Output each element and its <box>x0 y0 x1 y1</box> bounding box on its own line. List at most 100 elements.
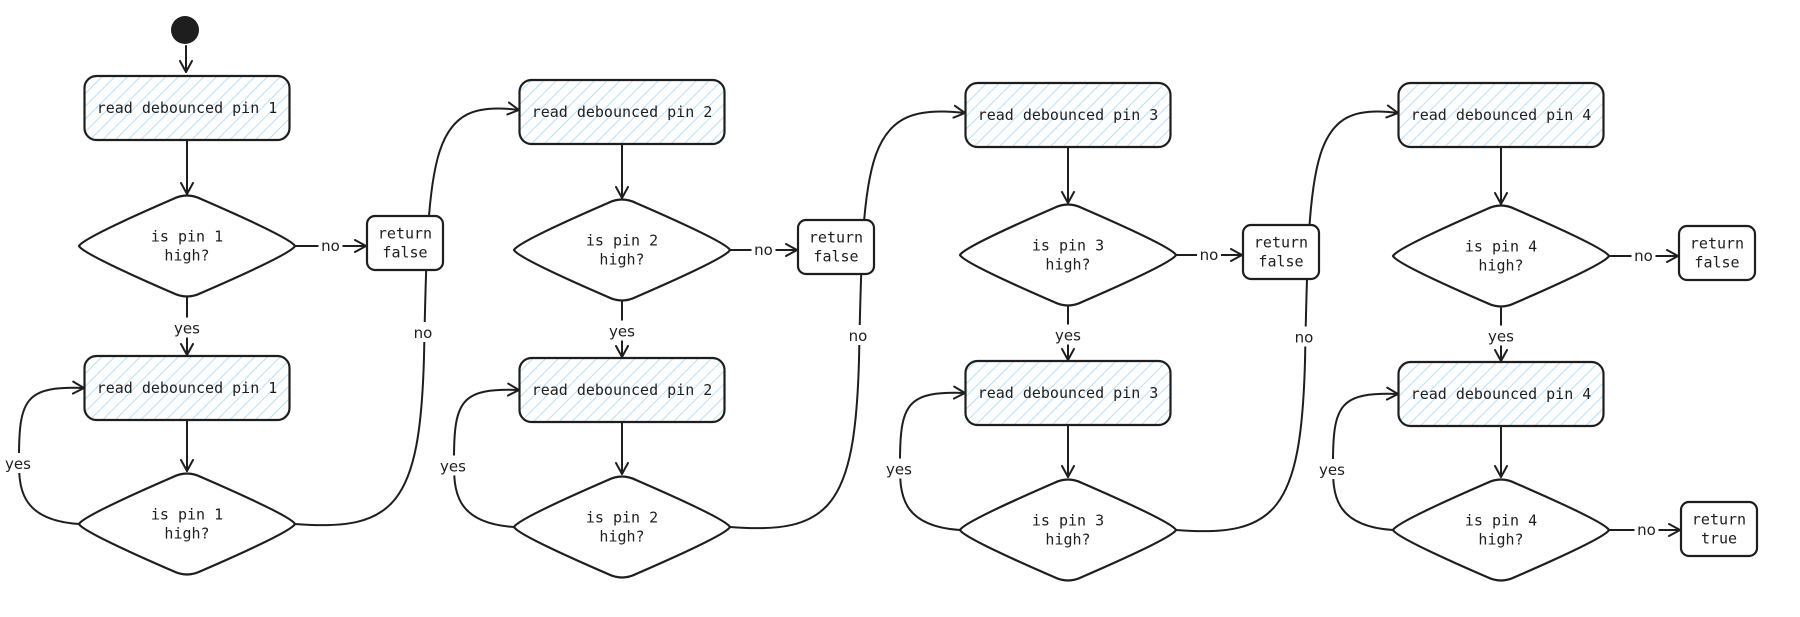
return-false-1-label-line: return <box>378 225 432 243</box>
edge-label-no-4-top: no <box>1634 247 1653 265</box>
edge-label-no-4-exit: no <box>1637 521 1656 539</box>
read-pin-3-top-label: read debounced pin 3 <box>978 106 1159 124</box>
edge-label-yes-4-loop: yes <box>1319 461 1345 479</box>
edge-label-no-1-top-bg <box>318 235 343 255</box>
edge-label-no-3-exit: no <box>1295 329 1314 347</box>
decision-pin-1-top-label-line: high? <box>164 247 209 265</box>
read-pin-3-top-label-line: read debounced pin 3 <box>978 106 1159 124</box>
return-true-label-line: return <box>1692 511 1746 529</box>
edge-decision-2b-no-to-read-3 <box>729 104 966 530</box>
read-pin-3-bottom-shape <box>964 359 1172 427</box>
decision-pin-3-top-label-line: high? <box>1045 256 1090 274</box>
read-pin-1-bottom-shape <box>83 354 291 422</box>
decision-pin-1-bottom-label-line: is pin 1 <box>151 506 223 524</box>
read-pin-3-top[interactable]: read debounced pin 3 <box>964 81 1172 149</box>
edge-label-no-3-exit-bg <box>1292 326 1316 347</box>
read-pin-2-top-label: read debounced pin 2 <box>532 103 713 121</box>
decision-pin-4-bottom-label-line: is pin 4 <box>1465 512 1537 530</box>
read-pin-2-top-shape <box>518 78 726 146</box>
edge-label-yes-1-down: yes <box>174 320 200 338</box>
read-pin-1-top-label-line: read debounced pin 1 <box>97 99 278 117</box>
decision-pin-1-top-shape <box>77 194 297 298</box>
edge-label-yes-3-loop-bg <box>882 458 916 479</box>
read-pin-1-bottom-label-line: read debounced pin 1 <box>97 379 278 397</box>
return-false-2-shape <box>796 218 876 276</box>
decision-pin-2-top-label-line: is pin 2 <box>586 232 658 250</box>
read-pin-1-bottom[interactable]: read debounced pin 1 <box>83 354 291 422</box>
read-pin-1-top-shape <box>83 74 291 142</box>
read-pin-2-top[interactable]: read debounced pin 2 <box>518 78 726 146</box>
edge-decision-3b-no-to-read-4 <box>1175 104 1399 533</box>
edge-label-yes-4-down-bg <box>1484 325 1518 346</box>
decision-pin-1-bottom-label-line: high? <box>164 525 209 543</box>
edge-label-yes-2-down-bg <box>605 320 639 341</box>
read-pin-2-bottom-label: read debounced pin 2 <box>532 381 713 399</box>
start-node <box>171 16 199 44</box>
read-pin-4-bottom-label-line: read debounced pin 4 <box>1411 385 1592 403</box>
read-pin-2-bottom-shape <box>518 356 726 424</box>
decision-pin-3-top-label-line: is pin 3 <box>1032 237 1104 255</box>
return-false-2-label-line: return <box>809 229 863 247</box>
read-pin-2-bottom-label-line: read debounced pin 2 <box>532 381 713 399</box>
return-false-4-shape <box>1677 224 1757 282</box>
read-pin-4-bottom-label: read debounced pin 4 <box>1411 385 1592 403</box>
edge-label-yes-2-loop-bg <box>436 455 470 476</box>
decision-pin-3-top-shape <box>958 203 1178 307</box>
read-pin-1-bottom-label: read debounced pin 1 <box>97 379 278 397</box>
read-pin-1-top[interactable]: read debounced pin 1 <box>83 74 291 142</box>
return-false-3-label-line: return <box>1254 234 1308 252</box>
return-false-2-label-line: false <box>813 248 858 266</box>
edge-label-no-2-top-bg <box>751 239 776 259</box>
edge-label-yes-1-loop: yes <box>5 455 31 473</box>
read-pin-2-bottom[interactable]: read debounced pin 2 <box>518 356 726 424</box>
read-pin-4-bottom[interactable]: read debounced pin 4 <box>1397 360 1605 428</box>
read-pin-4-top-label: read debounced pin 4 <box>1411 106 1592 124</box>
return-false-3-label-line: false <box>1258 253 1303 271</box>
edge-label-no-4-exit-bg <box>1634 519 1659 539</box>
edge-label-no-1-exit-bg <box>411 322 435 342</box>
edge-label-yes-2-loop: yes <box>440 458 466 476</box>
decision-pin-2-top-shape <box>512 198 732 302</box>
edge-label-no-2-exit-bg <box>846 325 870 345</box>
read-pin-4-top[interactable]: read debounced pin 4 <box>1397 81 1605 149</box>
read-pin-4-top-label-line: read debounced pin 4 <box>1411 106 1592 124</box>
read-pin-2-top-label-line: read debounced pin 2 <box>532 103 713 121</box>
return-false-4-label-line: return <box>1690 235 1744 253</box>
decision-pin-2-bottom-shape <box>512 475 732 579</box>
edge-label-no-3-top: no <box>1200 246 1219 264</box>
return-false-3-shape <box>1241 223 1321 281</box>
read-pin-3-bottom[interactable]: read debounced pin 3 <box>964 359 1172 427</box>
edge-label-no-4-top-bg <box>1631 245 1656 265</box>
read-pin-3-bottom-label-line: read debounced pin 3 <box>978 384 1159 402</box>
read-pin-3-top-shape <box>964 81 1172 149</box>
read-pin-3-bottom-label: read debounced pin 3 <box>978 384 1159 402</box>
return-false-1-shape <box>365 214 445 272</box>
edge-label-yes-4-loop-bg <box>1315 459 1349 479</box>
edge-label-no-1-exit: no <box>414 324 433 342</box>
edge-label-yes-1-loop-bg <box>1 453 35 473</box>
decision-pin-4-bottom-label-line: high? <box>1478 531 1523 549</box>
